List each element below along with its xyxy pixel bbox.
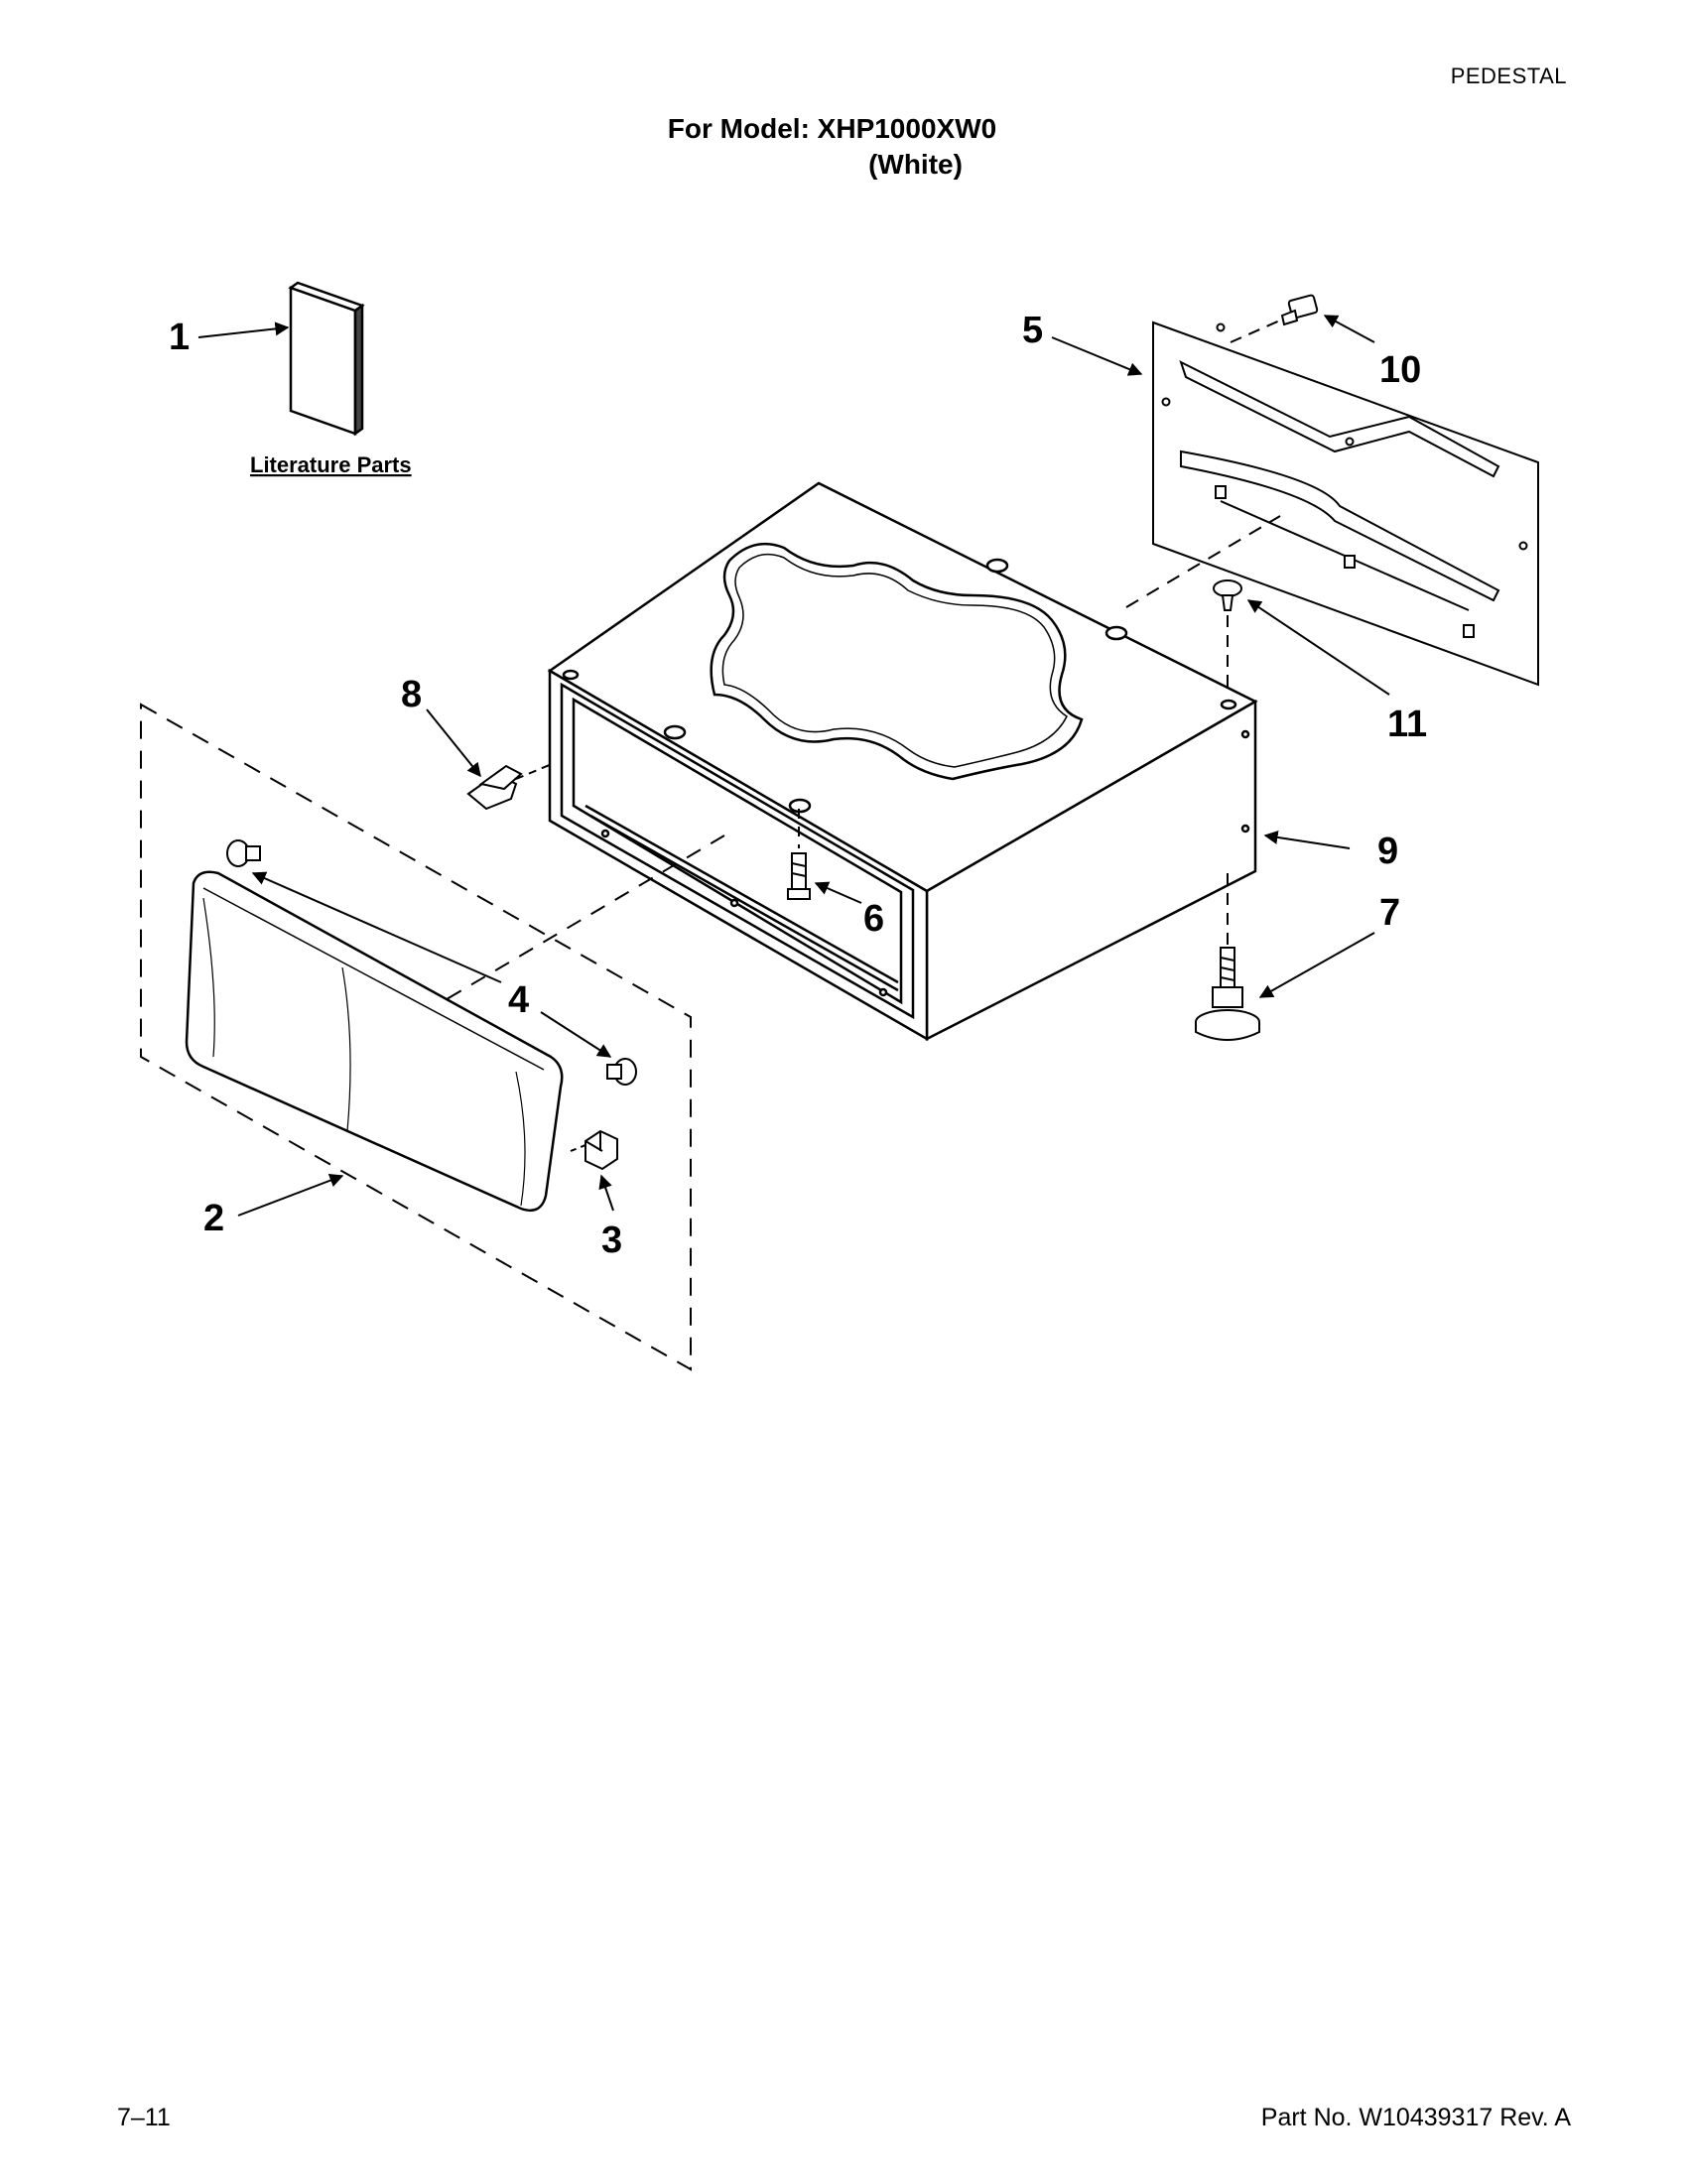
leveling-foot xyxy=(1195,873,1260,1041)
leader-11 xyxy=(1246,599,1390,696)
leader-6 xyxy=(814,881,862,904)
leader-4b xyxy=(540,1011,612,1058)
callout-1: 1 xyxy=(169,317,190,358)
leader-2 xyxy=(237,1173,344,1217)
callout-3: 3 xyxy=(601,1220,622,1261)
fastener xyxy=(226,839,261,867)
literature-parts-label: Literature Parts xyxy=(250,452,412,477)
leader-9 xyxy=(1263,830,1351,849)
callout-10: 10 xyxy=(1379,349,1421,391)
part-number: Part No. W10439317 Rev. A xyxy=(1260,2104,1571,2131)
leader-1 xyxy=(197,321,290,338)
callout-2: 2 xyxy=(203,1198,224,1239)
pedestal-box xyxy=(547,481,1258,1042)
dash-10 xyxy=(1230,319,1283,343)
leader-3 xyxy=(598,1174,614,1212)
leader-7 xyxy=(1258,932,1375,998)
dash-5 xyxy=(1125,515,1281,608)
screw xyxy=(787,852,811,900)
callout-9: 9 xyxy=(1377,831,1398,872)
dash-8 xyxy=(515,763,553,780)
clip xyxy=(466,764,523,811)
section-title: PEDESTAL xyxy=(1450,64,1567,88)
screw xyxy=(1213,579,1242,611)
callout-5: 5 xyxy=(1022,310,1043,351)
model-heading: For Model: XHP1000XW0 (White) xyxy=(0,111,1688,183)
screw xyxy=(1280,294,1319,326)
page-number: 7–11 xyxy=(117,2104,171,2131)
callout-4: 4 xyxy=(508,979,529,1021)
color-line: (White) xyxy=(868,149,963,180)
callout-8: 8 xyxy=(401,674,422,715)
leader-8 xyxy=(426,708,481,778)
clip xyxy=(584,1129,618,1171)
model-line: For Model: XHP1000XW0 xyxy=(667,113,997,144)
fastener xyxy=(606,1058,637,1086)
dash-3 xyxy=(570,1142,591,1152)
callout-6: 6 xyxy=(863,898,884,940)
leader-4a xyxy=(251,871,502,983)
leader-10 xyxy=(1323,315,1375,343)
callout-11: 11 xyxy=(1387,704,1427,745)
literature-booklet xyxy=(288,281,365,437)
leader-5 xyxy=(1051,336,1143,376)
callout-7: 7 xyxy=(1379,892,1400,934)
drawer-assembly-outline xyxy=(140,703,692,1371)
drawer-front xyxy=(185,870,564,1213)
rear-panel xyxy=(1152,321,1539,687)
